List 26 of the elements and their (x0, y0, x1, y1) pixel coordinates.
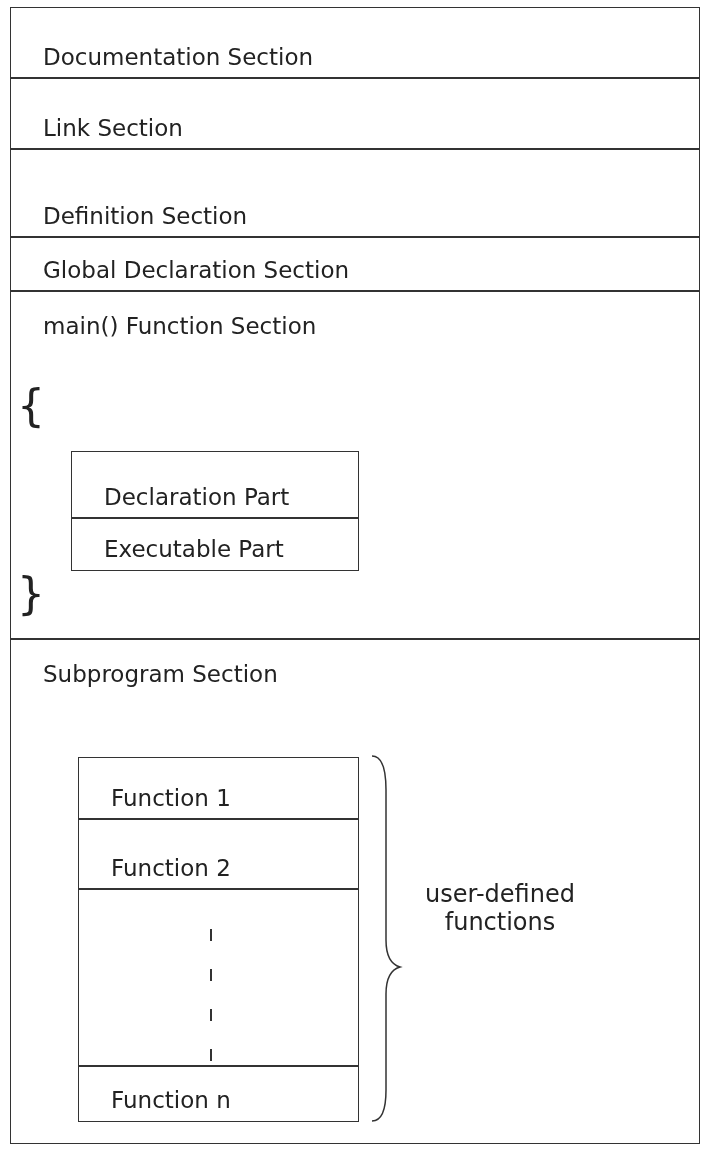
section-band (10, 290, 700, 640)
section-heading: Link Section (43, 115, 183, 141)
table-row (71, 451, 359, 519)
section-heading: Subprogram Section (43, 661, 278, 687)
section-band (10, 148, 700, 238)
table-row (78, 1065, 359, 1122)
section-heading: main() Function Section (43, 313, 317, 339)
row-label: Function n (111, 1087, 231, 1113)
row-label: Declaration Part (104, 484, 290, 510)
section-band (10, 77, 700, 150)
section-band (10, 236, 700, 292)
row-label: Function 2 (111, 855, 231, 881)
blank-row (78, 888, 359, 1067)
row-label: Executable Part (104, 536, 284, 562)
table-row (71, 517, 359, 571)
section-heading: Definition Section (43, 203, 248, 229)
section-heading: Documentation Section (43, 44, 314, 70)
section-heading: Global Declaration Section (43, 257, 350, 283)
table-row (78, 757, 359, 820)
section-band (10, 638, 700, 1144)
table-row (78, 818, 359, 890)
section-band (10, 7, 700, 79)
annotation-text: user-defined functions (424, 880, 576, 936)
curly-brace-text: { (16, 380, 46, 431)
curly-brace-text: } (16, 568, 46, 619)
row-label: Function 1 (111, 785, 231, 811)
